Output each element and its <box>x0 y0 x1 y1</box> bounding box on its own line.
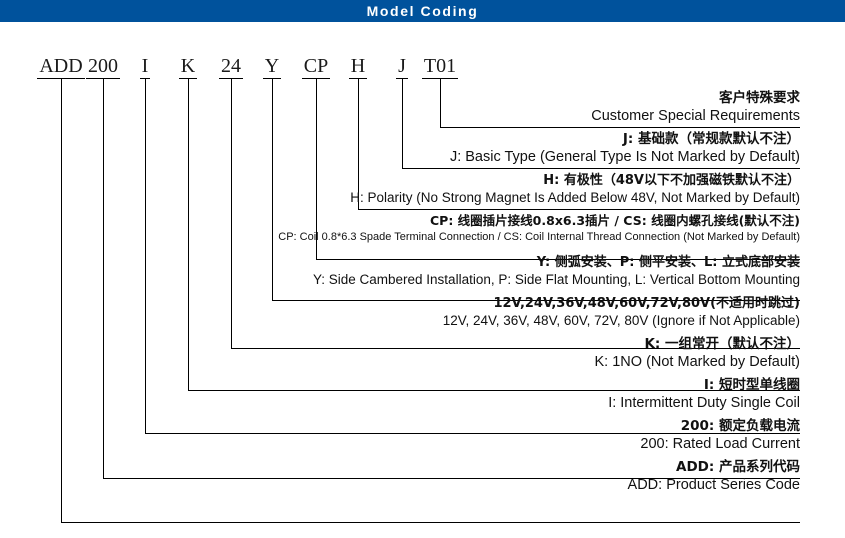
leader-vertical-24 <box>231 88 232 348</box>
code-segment-label: Y <box>262 55 282 79</box>
description-block-mounting: Y: 侧弧安装、P: 侧平安装、L: 立式底部安装 Y: Side Cambere… <box>313 254 800 288</box>
leader-horizontal-200 <box>103 478 800 479</box>
leader-horizontal-y <box>272 300 800 301</box>
code-tick-24 <box>231 79 232 88</box>
description-en-series-code: ADD: Product Series Code <box>627 477 800 493</box>
leader-horizontal-h <box>358 209 800 210</box>
code-tick-cp <box>316 79 317 88</box>
description-en-polarity: H: Polarity (No Strong Magnet Is Added B… <box>350 190 800 205</box>
leader-vertical-add <box>61 88 62 522</box>
code-segment-cp: CP <box>276 55 356 79</box>
code-segment-label: T01 <box>421 55 459 79</box>
description-cn-customer-special: 客户特殊要求 <box>719 90 800 106</box>
code-tick-j <box>402 79 403 88</box>
description-cn-rated-current: 200: 额定负载电流 <box>680 418 800 434</box>
description-en-mounting: Y: Side Cambered Installation, P: Side F… <box>312 272 800 287</box>
description-cn-coil-connection: CP: 线圈插片接线0.8x6.3插片 / CS: 线圈内螺孔接线(默认不注) <box>430 213 800 228</box>
header-bar <box>0 0 845 22</box>
description-block-polarity: H: 有极性（48V以下不加强磁铁默认不注） H: Polarity (No St… <box>350 172 800 206</box>
description-block-basic-type: J: 基础款（常规款默认不注） J: Basic Type (General Ty… <box>450 131 800 166</box>
code-segment-k: K <box>148 55 228 79</box>
description-en-customer-special: Customer Special Requirements <box>591 108 800 124</box>
code-tick-k <box>188 79 189 88</box>
description-cn-coil-duty: I: 短时型单线圈 <box>703 377 800 393</box>
description-block-customer-special: 客户特殊要求 Customer Special Requirements <box>591 90 800 125</box>
code-segment-i: I <box>105 55 185 79</box>
leader-vertical-h <box>358 88 359 209</box>
code-segment-h: H <box>318 55 398 79</box>
code-tick-add <box>61 79 62 88</box>
description-cn-basic-type: J: 基础款（常规款默认不注） <box>622 131 800 147</box>
code-tick-y <box>272 79 273 88</box>
description-cn-mounting: Y: 侧弧安装、P: 侧平安装、L: 立式底部安装 <box>536 255 800 270</box>
description-en-voltage: 12V, 24V, 36V, 48V, 60V, 72V, 80V (Ignor… <box>442 313 800 328</box>
leader-horizontal-t01 <box>440 127 800 128</box>
leader-vertical-y <box>272 88 273 300</box>
code-segment-j: J <box>362 55 442 79</box>
leader-horizontal-24 <box>231 348 800 349</box>
code-tick-h <box>358 79 359 88</box>
leader-vertical-i <box>145 88 146 433</box>
page-title: Model Coding <box>366 3 479 19</box>
leader-horizontal-i <box>145 433 800 434</box>
code-tick-200 <box>103 79 104 88</box>
leader-horizontal-k <box>188 390 800 391</box>
code-segment-t01: T01 <box>400 55 480 79</box>
code-segment-label: 24 <box>219 55 243 79</box>
description-en-basic-type: J: Basic Type (General Type Is Not Marke… <box>449 149 800 165</box>
code-tick-i <box>145 79 146 88</box>
description-en-contact-form: K: 1NO (Not Marked by Default) <box>594 354 801 370</box>
description-cn-series-code: ADD: 产品系列代码 <box>676 459 800 475</box>
leader-vertical-200 <box>103 88 104 478</box>
code-segment-label: H <box>348 55 368 79</box>
code-segment-y: Y <box>232 55 312 79</box>
description-block-coil-connection: CP: 线圈插片接线0.8x6.3插片 / CS: 线圈内螺孔接线(默认不注) C… <box>278 213 800 245</box>
code-segment-24: 24 <box>191 55 271 79</box>
description-cn-contact-form: K: 一组常开（默认不注） <box>644 336 800 352</box>
code-segment-label: 200 <box>86 55 120 79</box>
code-segment-label: J <box>396 55 408 79</box>
description-block-series-code: ADD: 产品系列代码 ADD: Product Series Code <box>628 459 800 494</box>
code-segment-label: I <box>139 55 151 79</box>
leader-vertical-cp <box>316 88 317 259</box>
code-segment-label: K <box>178 55 198 79</box>
code-tick-t01 <box>440 79 441 88</box>
leader-vertical-t01 <box>440 88 441 127</box>
description-cn-polarity: H: 有极性（48V以下不加强磁铁默认不注） <box>543 173 800 188</box>
leader-horizontal-j <box>402 168 800 169</box>
leader-vertical-k <box>188 88 189 390</box>
code-segment-add: ADD <box>21 55 101 79</box>
leader-horizontal-cp <box>316 259 800 260</box>
description-en-coil-connection: CP: Coil 0.8*6.3 Spade Terminal Connecti… <box>278 231 800 243</box>
code-segment-label: CP <box>301 55 331 79</box>
leader-vertical-j <box>402 88 403 168</box>
description-block-contact-form: K: 一组常开（默认不注） K: 1NO (Not Marked by Defau… <box>595 336 801 371</box>
description-block-coil-duty: I: 短时型单线圈 I: Intermittent Duty Single Coi… <box>608 377 800 412</box>
leader-horizontal-add <box>61 522 800 523</box>
code-segment-label: ADD <box>37 55 85 79</box>
description-cn-voltage: 12V,24V,36V,48V,60V,72V,80V(不适用时跳过) <box>493 296 800 311</box>
description-block-voltage: 12V,24V,36V,48V,60V,72V,80V(不适用时跳过) 12V, … <box>443 295 800 329</box>
description-en-rated-current: 200: Rated Load Current <box>640 436 800 452</box>
code-segment-200: 200 <box>63 55 143 79</box>
description-en-coil-duty: I: Intermittent Duty Single Coil <box>608 395 800 411</box>
description-block-rated-current: 200: 额定负载电流 200: Rated Load Current <box>640 418 800 453</box>
